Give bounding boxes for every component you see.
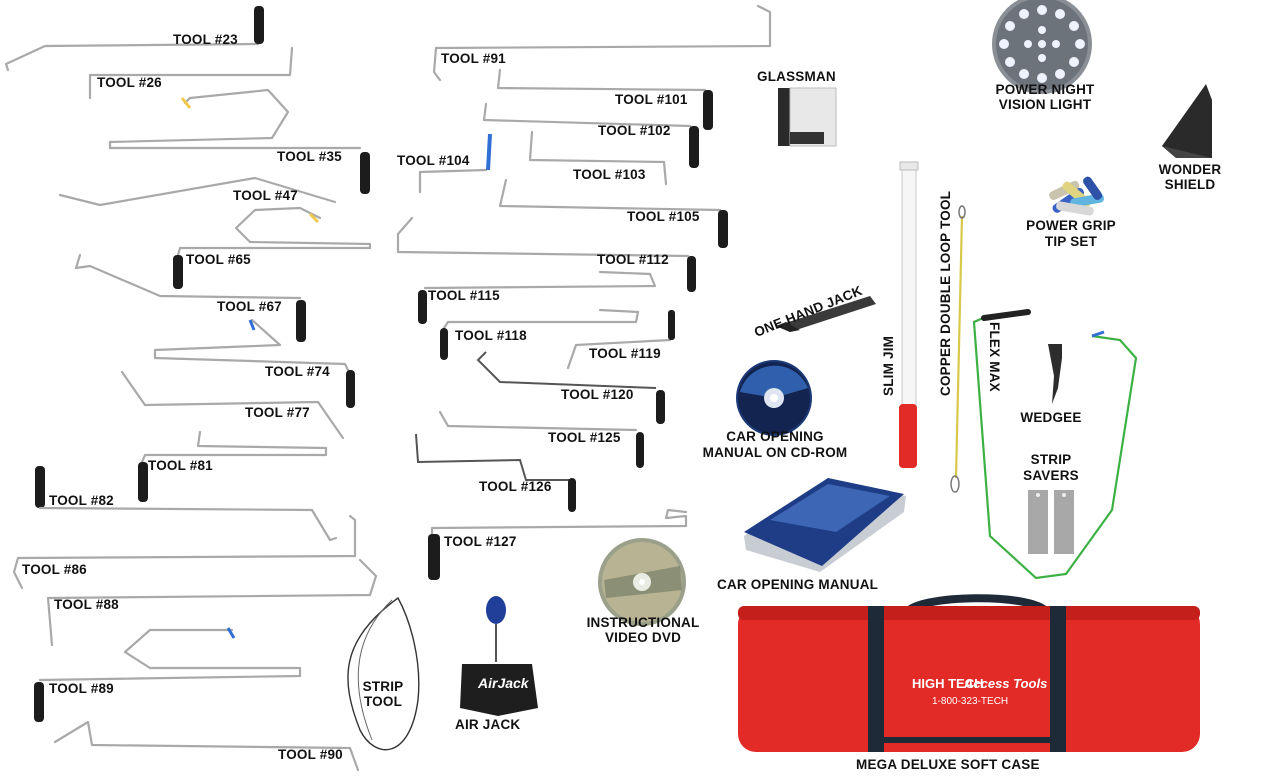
tool-67-graphic — [74, 253, 306, 342]
tool-23-graphic — [4, 6, 264, 72]
wedgee-graphic — [1048, 344, 1062, 404]
case-brand-right: Access Tools — [963, 676, 1047, 691]
tool-91-graphic — [432, 4, 772, 82]
power-grip-tip-set-graphic — [1049, 176, 1104, 216]
tool-103-graphic — [528, 130, 668, 186]
case-phone: 1-800-323-TECH — [932, 696, 1008, 707]
label-tool-35: TOOL #35 — [277, 149, 342, 164]
label-tool-88: TOOL #88 — [54, 597, 119, 612]
air-jack-graphic: AirJack — [460, 596, 538, 716]
label-instructional-dvd-line2: VIDEO DVD — [604, 630, 682, 645]
glassman-graphic — [778, 87, 837, 147]
tool-127-graphic — [428, 508, 688, 580]
label-power-grip-tip-set-line1: POWER GRIP — [1026, 218, 1116, 233]
car-opening-manual-graphic — [744, 478, 906, 572]
tool-126-graphic — [415, 433, 576, 512]
tool-88-graphic — [46, 558, 378, 647]
label-air-jack: AIR JACK — [455, 717, 521, 732]
tool-86-graphic — [12, 514, 357, 590]
tool-120-graphic — [476, 351, 665, 424]
label-strip-savers-line1: STRIP — [1030, 452, 1072, 467]
tool-118-graphic — [440, 308, 640, 360]
label-glassman: GLASSMAN — [757, 69, 836, 84]
label-tool-23: TOOL #23 — [173, 32, 238, 47]
label-car-opening-cd-line1: CAR OPENING — [726, 429, 824, 444]
tool-89-graphic — [34, 627, 302, 722]
slim-jim-graphic — [899, 161, 919, 468]
copper-double-loop-tool-graphic — [950, 205, 966, 493]
tool-115-graphic — [418, 270, 657, 324]
label-tool-103: TOOL #103 — [573, 167, 646, 182]
label-car-opening-manual: CAR OPENING MANUAL — [717, 577, 879, 592]
label-power-night-vision-light-line1: POWER NIGHT — [995, 82, 1095, 97]
strip-savers-graphic — [1028, 490, 1074, 554]
air-jack-print: AirJack — [477, 675, 530, 691]
tool-81-graphic — [138, 430, 328, 502]
label-tool-127: TOOL #127 — [444, 534, 517, 549]
label-tool-120: TOOL #120 — [561, 387, 634, 402]
label-tool-125: TOOL #125 — [548, 430, 621, 445]
label-wonder-shield-line2: SHIELD — [1164, 177, 1216, 192]
mega-deluxe-soft-case-graphic: HIGH TECH Access Tools 1-800-323-TECH — [738, 594, 1200, 752]
label-slim-jim: SLIM JIM — [881, 335, 896, 396]
power-night-vision-light-graphic — [992, 0, 1092, 94]
label-tool-89: TOOL #89 — [49, 681, 114, 696]
tool-47-graphic — [58, 176, 372, 250]
tool-65-graphic — [173, 246, 372, 289]
label-tool-86: TOOL #86 — [22, 562, 87, 577]
tool-105-graphic — [498, 178, 728, 248]
tool-77-graphic — [120, 370, 345, 440]
label-tool-26: TOOL #26 — [97, 75, 162, 90]
label-tool-101: TOOL #101 — [615, 92, 688, 107]
label-tool-126: TOOL #126 — [479, 479, 552, 494]
tool-125-graphic — [438, 410, 644, 468]
label-strip-tool-line1: STRIP — [362, 679, 404, 694]
label-tool-119: TOOL #119 — [589, 346, 661, 361]
tool-90-graphic — [53, 720, 360, 772]
label-power-night-vision-light-line2: VISION LIGHT — [998, 97, 1092, 112]
label-tool-90: TOOL #90 — [278, 747, 343, 762]
label-wedgee: WEDGEE — [1020, 410, 1082, 425]
case-brand-left: HIGH TECH — [912, 676, 984, 691]
label-tool-102: TOOL #102 — [598, 123, 671, 138]
tool-104-graphic — [418, 133, 492, 194]
label-strip-savers-line2: SAVERS — [1023, 468, 1079, 483]
tool-82-graphic — [35, 466, 338, 542]
wonder-shield-graphic — [1162, 84, 1212, 158]
label-tool-112: TOOL #112 — [597, 252, 669, 267]
tool-35-graphic — [108, 88, 370, 194]
label-tool-104: TOOL #104 — [397, 153, 470, 168]
label-mega-deluxe-soft-case: MEGA DELUXE SOFT CASE — [856, 757, 1040, 772]
flex-max-graphic — [972, 309, 1138, 580]
label-tool-47: TOOL #47 — [233, 188, 298, 203]
tool-102-graphic — [482, 102, 699, 168]
label-tool-91: TOOL #91 — [441, 51, 506, 66]
label-power-grip-tip-set-line2: TIP SET — [1044, 234, 1098, 249]
label-tool-115: TOOL #115 — [428, 288, 500, 303]
label-tool-82: TOOL #82 — [49, 493, 114, 508]
label-tool-81: TOOL #81 — [148, 458, 213, 473]
tool-26-graphic — [88, 46, 294, 100]
label-tool-65: TOOL #65 — [186, 252, 251, 267]
car-opening-manual-cd-graphic — [736, 360, 812, 436]
label-tool-105: TOOL #105 — [627, 209, 700, 224]
tool-119-graphic — [566, 310, 675, 370]
label-car-opening-cd-line2: MANUAL ON CD-ROM — [702, 445, 848, 460]
strip-tool-graphic — [347, 596, 420, 751]
label-tool-118: TOOL #118 — [455, 328, 527, 343]
tool-101-graphic — [496, 68, 713, 130]
one-hand-jack-graphic — [776, 296, 876, 332]
label-instructional-dvd-line1: INSTRUCTIONAL — [586, 615, 700, 630]
label-tool-67: TOOL #67 — [217, 299, 282, 314]
label-flex-max: FLEX MAX — [987, 322, 1002, 392]
label-wonder-shield-line1: WONDER — [1158, 162, 1222, 177]
tool-74-graphic — [153, 318, 355, 408]
tool-112-graphic — [396, 216, 696, 292]
label-tool-77: TOOL #77 — [245, 405, 310, 420]
label-copper-double-loop-tool: COPPER DOUBLE LOOP TOOL — [938, 190, 953, 396]
label-strip-tool-line2: TOOL — [363, 694, 403, 709]
instructional-video-dvd-graphic — [598, 538, 686, 626]
label-tool-74: TOOL #74 — [265, 364, 330, 379]
